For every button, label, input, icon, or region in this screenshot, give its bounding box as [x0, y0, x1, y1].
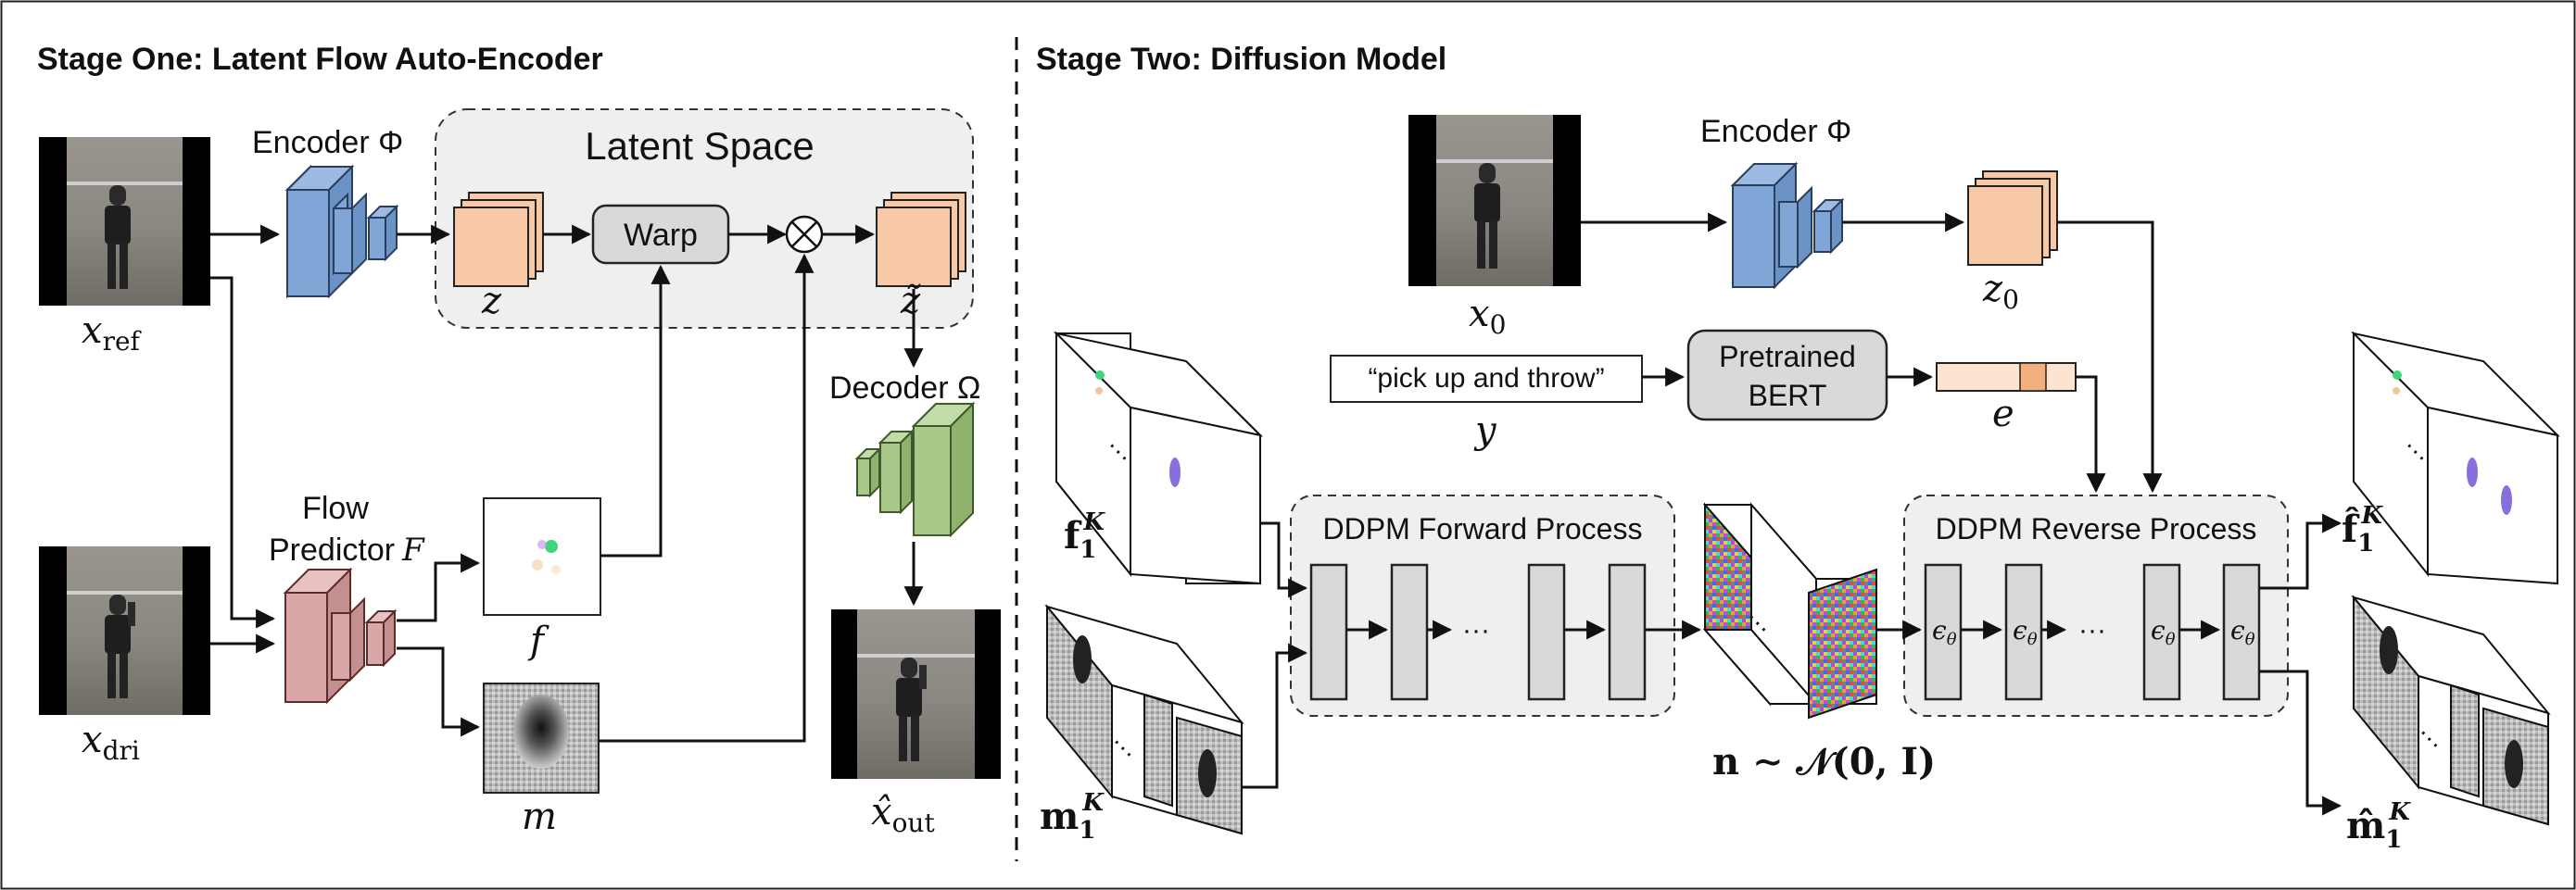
z-tilde-latent-stack — [876, 192, 966, 287]
svg-text:ϵθ: ϵθ — [2151, 615, 2176, 649]
stage-two-title: Stage Two: Diffusion Model — [1036, 42, 1446, 77]
stage-one-arrows — [210, 224, 924, 743]
reverse-process-label: DDPM Reverse Process — [1936, 512, 2257, 545]
reverse-dots: ··· — [2078, 615, 2106, 646]
m1k-volume — [1044, 604, 1244, 835]
noise-volume — [1702, 502, 1877, 720]
encoder-label-stage-two: Encoder Φ — [1700, 114, 1851, 149]
y-label: y — [1473, 409, 1497, 452]
x0-label: x0 — [1469, 293, 1506, 340]
flow-field-f — [483, 497, 601, 616]
z0-label: z0 — [1982, 268, 2019, 315]
encoder-block-stage-two — [1730, 161, 1845, 290]
decoder-label: Decoder Ω — [829, 370, 980, 406]
z-tilde-label: z̃ — [900, 280, 921, 322]
svg-text:ϵθ: ϵθ — [2230, 615, 2255, 649]
fhat-label: f̂1K — [2342, 502, 2383, 558]
e-label: e — [1992, 393, 2014, 435]
flow-predictor-block — [283, 567, 398, 705]
mhat-label: m̂1K — [2346, 798, 2411, 854]
z-latent-stack — [453, 192, 544, 287]
forward-process-label: DDPM Forward Process — [1323, 512, 1643, 545]
forward-dots: ··· — [1462, 615, 1490, 646]
reverse-process-region — [1903, 495, 2289, 717]
z-label: z — [481, 280, 502, 322]
x-out-frame — [831, 609, 1001, 779]
x-dri-frame — [39, 546, 210, 715]
z0-latent-stack — [1967, 170, 2058, 266]
bert-box — [1686, 329, 1888, 421]
text-prompt-box — [1330, 355, 1643, 403]
mhat-volume — [2351, 595, 2551, 826]
noise-label: n ∼ 𝒩(0, I) — [1712, 740, 1936, 783]
warp-label: Warp — [624, 218, 698, 253]
decoder-block — [854, 401, 976, 538]
forward-process-steps — [1309, 563, 1647, 701]
encoder-label-stage-one: Encoder Φ — [252, 125, 403, 160]
text-embedding-e — [1936, 362, 2077, 392]
flow-predictor-label-line1: Flow — [302, 491, 369, 526]
epsilon-labels: ϵθ ϵθ ϵθ ϵθ — [1932, 615, 2255, 649]
f1k-volume — [1053, 331, 1264, 585]
stage-one-title: Stage One: Latent Flow Auto-Encoder — [37, 42, 603, 77]
multiply-operator — [785, 215, 824, 254]
reverse-process-steps — [1924, 563, 2261, 701]
m-label: m — [522, 796, 557, 838]
stage-two-arrows — [1242, 212, 2342, 816]
m1k-label: m1K — [1040, 789, 1105, 845]
occlusion-mask-m — [483, 683, 600, 794]
x-out-label: x̂out — [871, 791, 935, 838]
svg-text:ϵθ: ϵθ — [1932, 615, 1957, 649]
forward-process-region — [1290, 495, 1675, 717]
f1k-label: f1K — [1064, 508, 1105, 564]
x-dri-label: xdri — [82, 719, 140, 766]
fhat-volume — [2350, 331, 2561, 585]
svg-text:ϵθ: ϵθ — [2013, 615, 2038, 649]
x-ref-label: xref — [82, 309, 143, 357]
bert-label-line2: BERT — [1749, 379, 1827, 412]
text-prompt: “pick up and throw” — [1368, 363, 1604, 394]
x-ref-frame — [39, 137, 210, 306]
bert-label-line1: Pretrained — [1719, 340, 1856, 373]
f-label: f — [527, 620, 549, 662]
encoder-block-stage-one — [284, 164, 399, 299]
latent-space-label: Latent Space — [585, 124, 814, 168]
x0-frame — [1408, 115, 1581, 286]
